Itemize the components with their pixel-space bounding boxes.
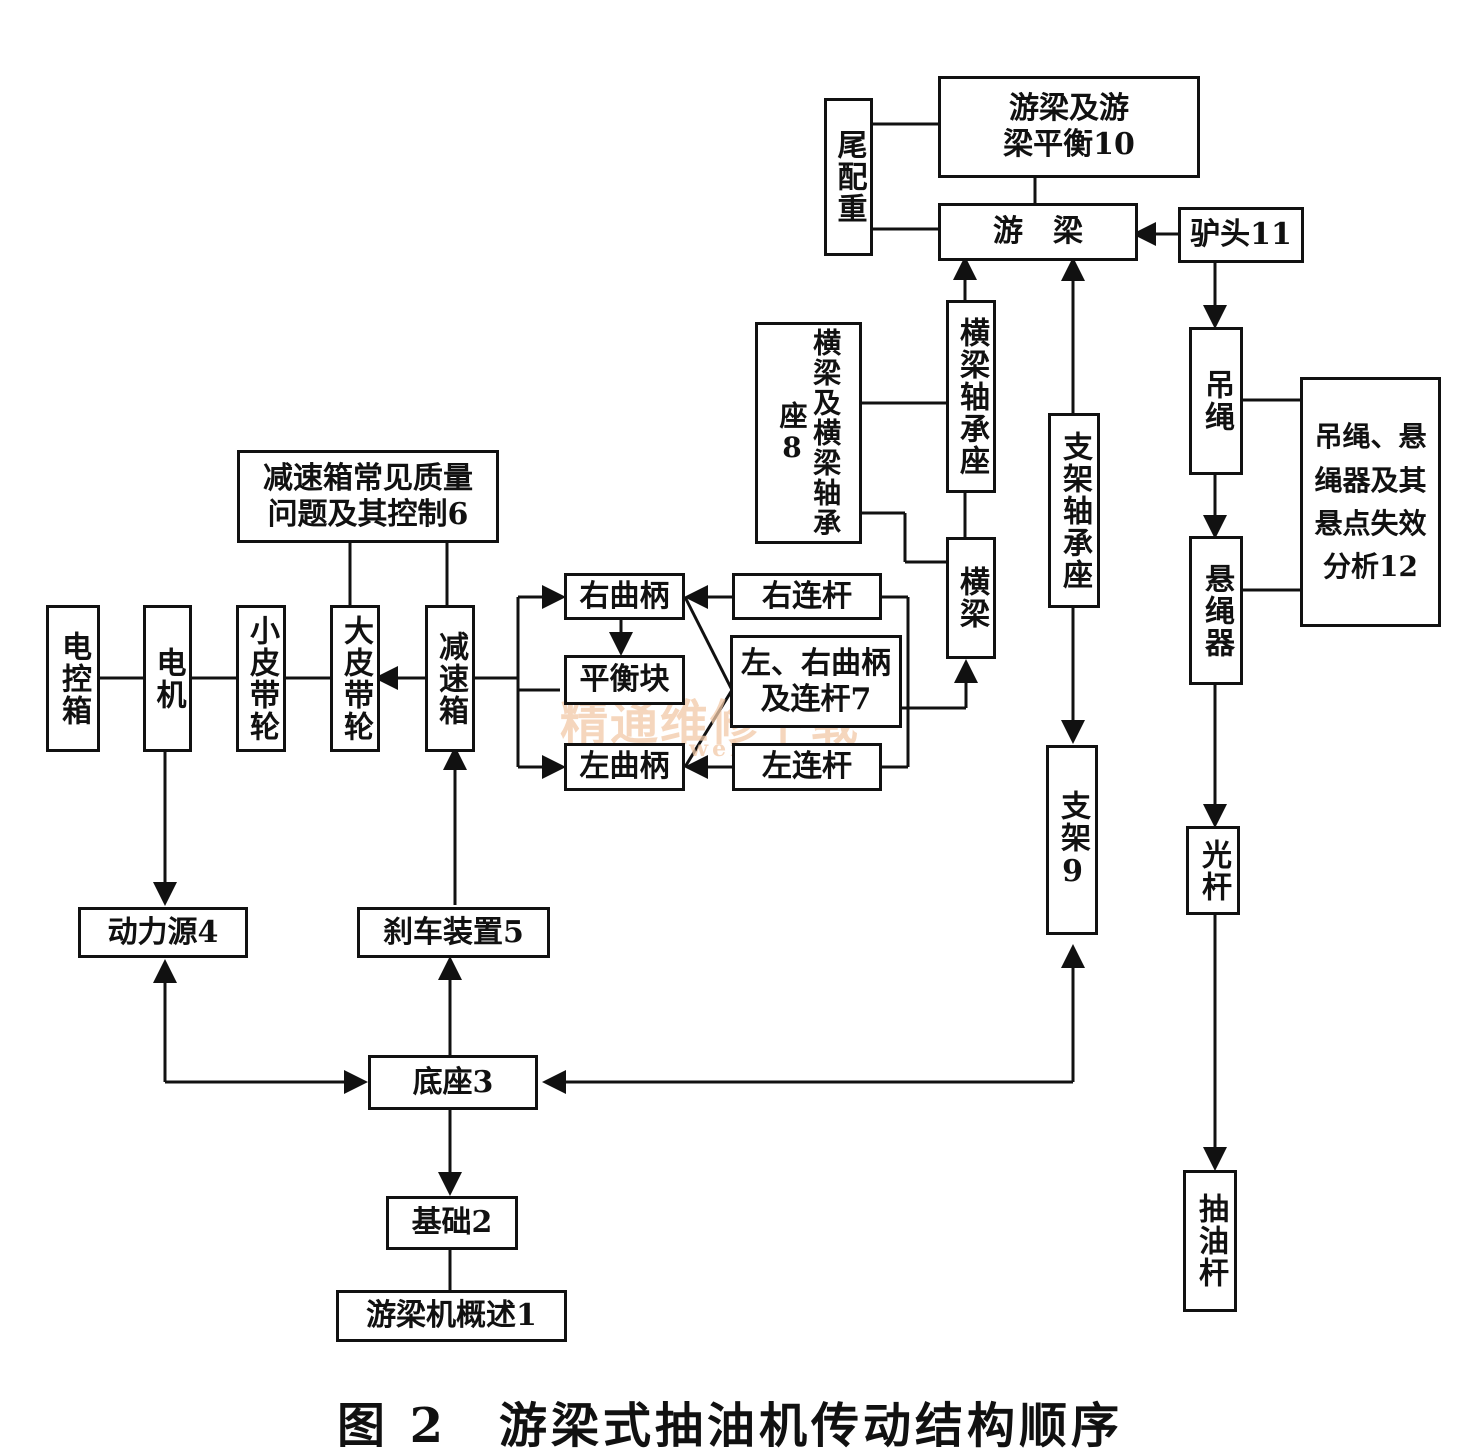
node-crossbeam: 横梁: [946, 537, 996, 659]
node-control-box: 电控箱: [46, 605, 100, 752]
node-carrier-bar: 悬绳器: [1189, 536, 1243, 685]
node-overview: 游梁机概述1: [336, 1290, 567, 1342]
node-power-source: 动力源4: [78, 907, 248, 958]
node-gearbox: 减速箱: [425, 605, 475, 752]
node-right-link: 右连杆: [732, 573, 882, 620]
node-walking-beam: 游 梁: [938, 203, 1138, 261]
node-hanger-group: 吊绳、悬绳器及其悬点失效分析12: [1300, 377, 1441, 627]
node-support-bearing: 支架轴承座: [1048, 413, 1100, 608]
node-left-link: 左连杆: [732, 743, 882, 791]
node-base: 底座3: [368, 1055, 538, 1110]
node-horsehead: 驴头11: [1178, 207, 1304, 263]
node-big-pulley: 大皮带轮: [330, 605, 380, 752]
node-crank-link-group: 左、右曲柄 及连杆7: [730, 635, 902, 728]
node-foundation: 基础2: [386, 1196, 518, 1250]
node-polished-rod: 光杆: [1186, 826, 1240, 915]
node-walking-beam-balance: 游梁及游 梁平衡10: [938, 76, 1200, 178]
node-bearing-group: 横梁及横梁轴承座8: [755, 322, 862, 544]
node-right-crank: 右曲柄: [564, 573, 685, 620]
node-left-crank: 左曲柄: [564, 743, 685, 791]
node-support: 支架9: [1046, 745, 1098, 935]
node-crossbeam-bearing: 横梁轴承座: [946, 300, 996, 493]
node-gearbox-quality: 减速箱常见质量 问题及其控制6: [237, 450, 499, 543]
figure-caption: 图 2 游梁式抽油机传动结构顺序: [336, 1398, 1124, 1454]
node-small-pulley: 小皮带轮: [236, 605, 286, 752]
node-hanger-rope: 吊绳: [1189, 327, 1243, 475]
node-motor: 电机: [143, 605, 192, 752]
node-counterweight: 平衡块: [564, 655, 685, 705]
node-brake: 刹车装置5: [357, 907, 550, 958]
node-sucker-rod: 抽油杆: [1183, 1170, 1237, 1312]
node-tail-weight: 尾配重: [824, 98, 873, 256]
